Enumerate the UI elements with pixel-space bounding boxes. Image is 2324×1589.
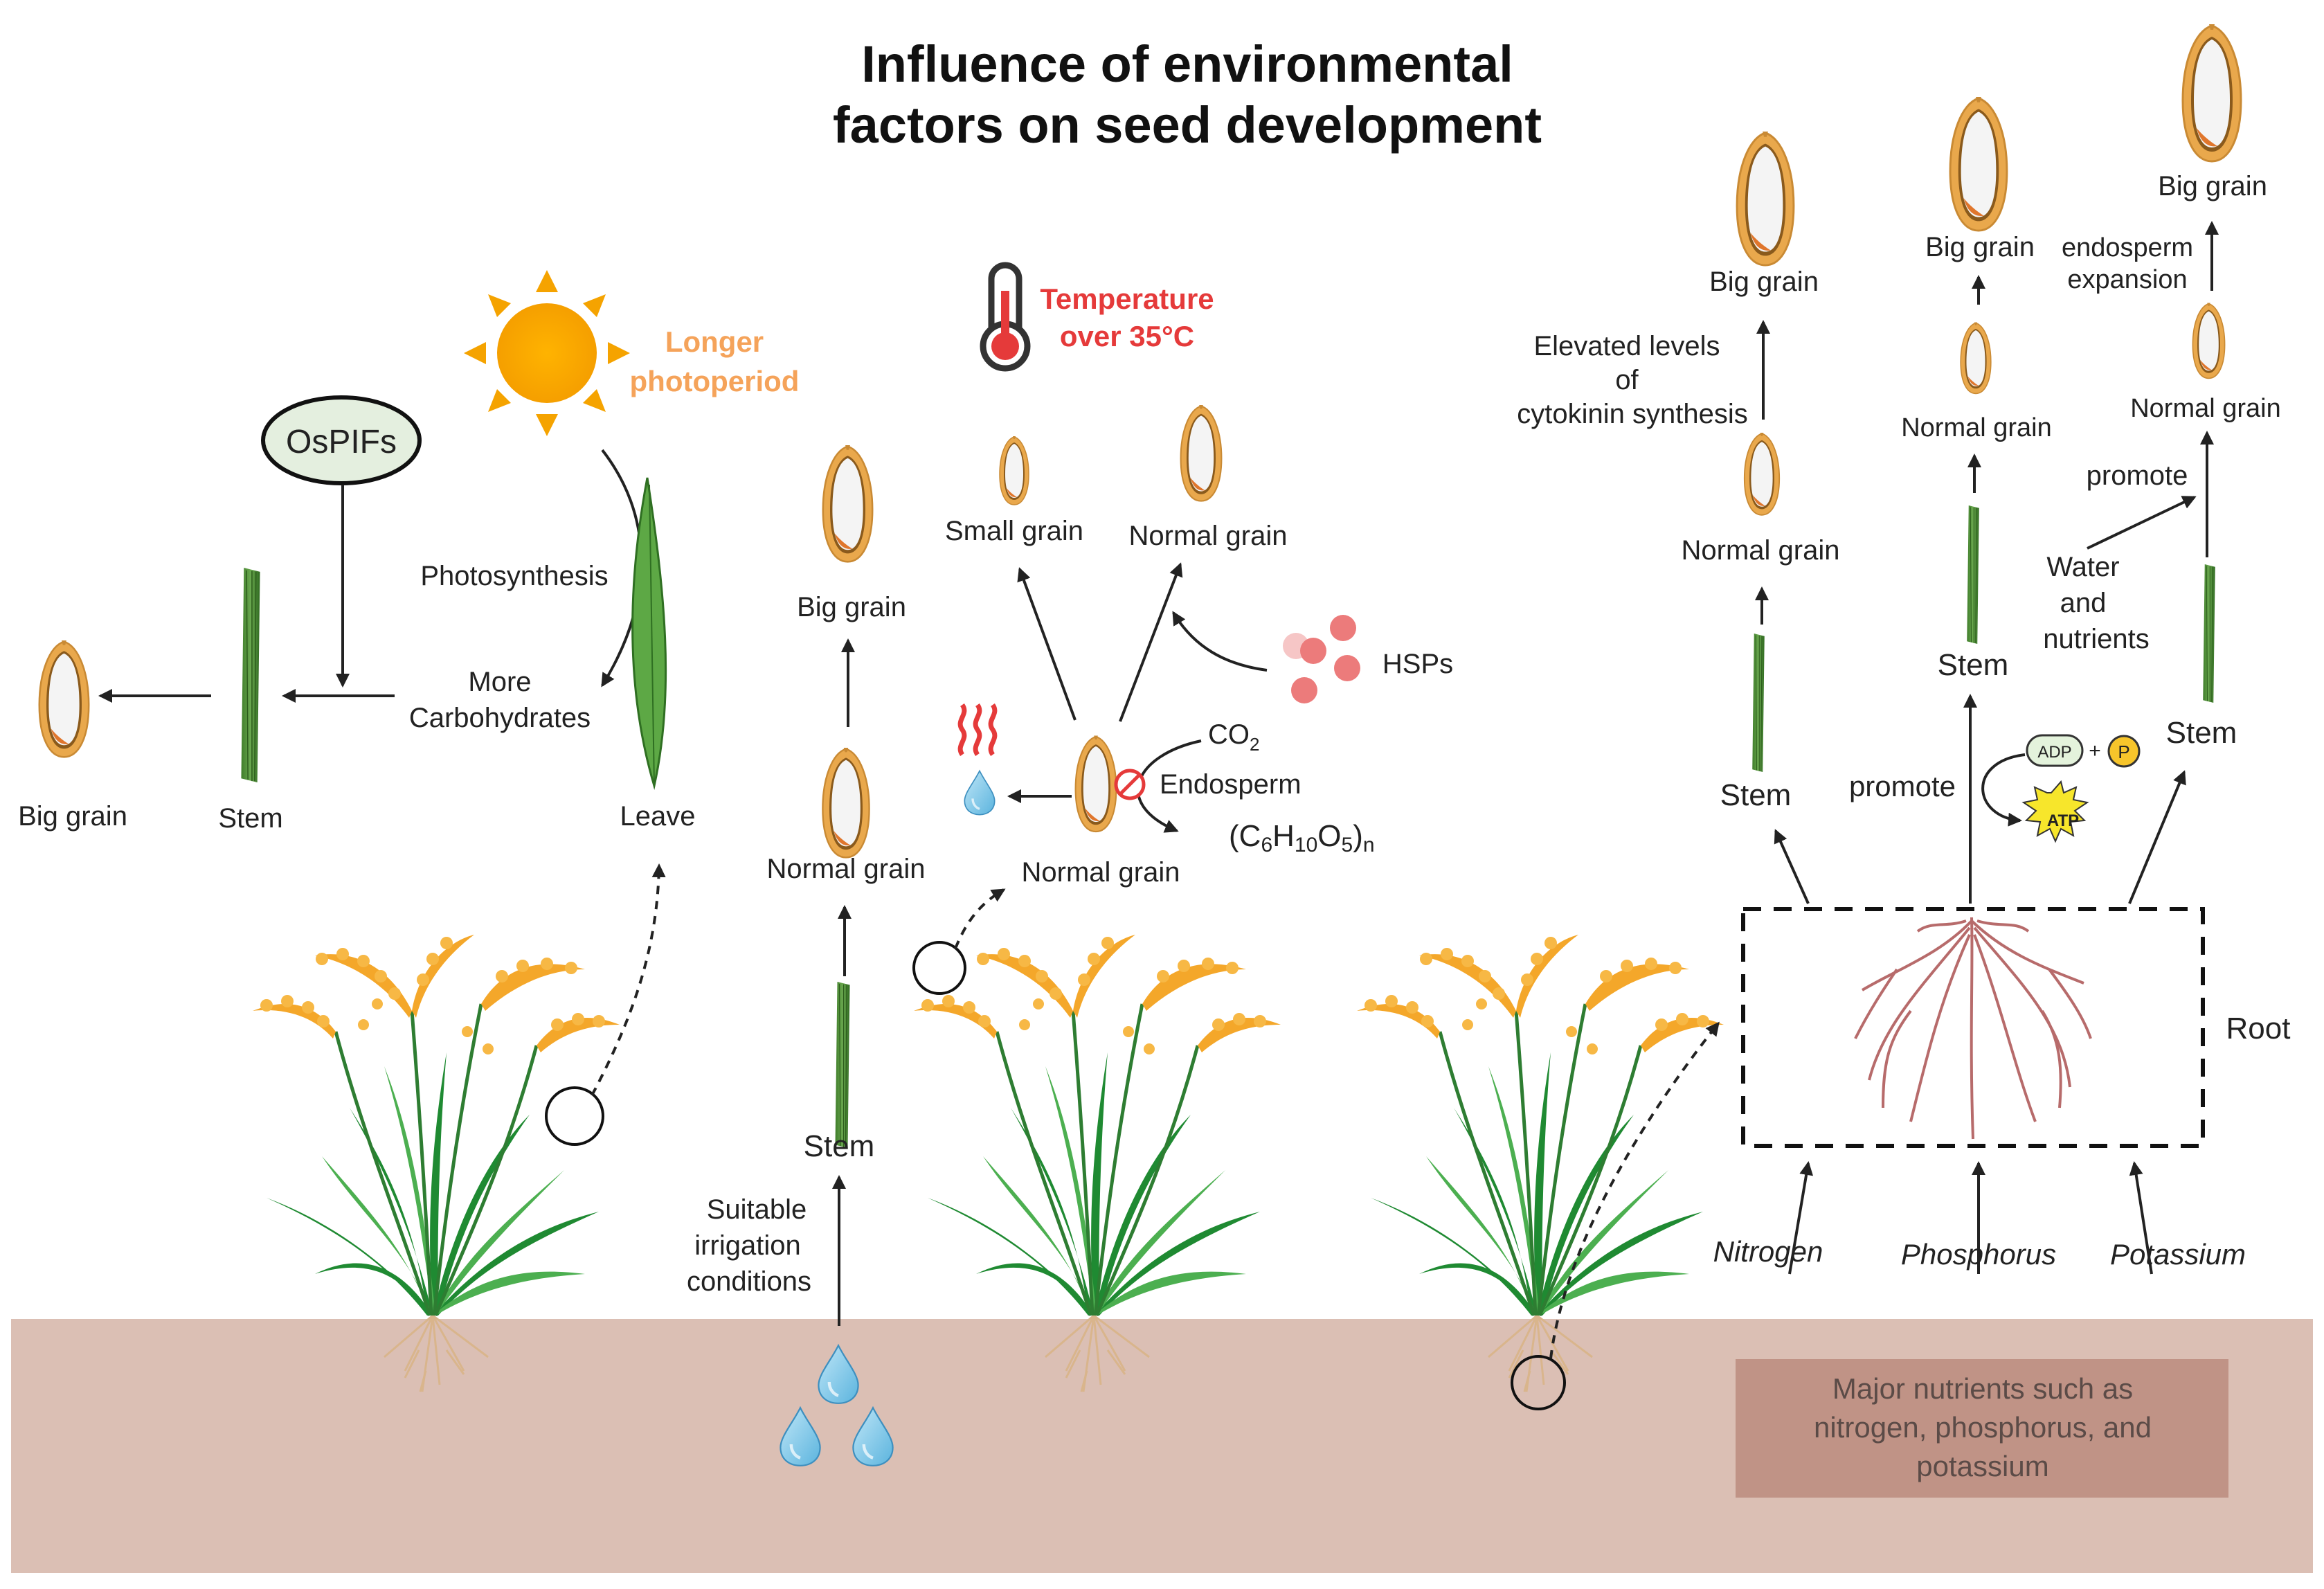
irrigation-line-3: conditions	[687, 1266, 811, 1297]
big-grain-n-label: Big grain	[1709, 267, 1819, 297]
cytokinin-line-1: Elevated levels	[1533, 331, 1720, 361]
stem-icon	[1751, 634, 1765, 772]
normal-grain-n-label: Normal grain	[1682, 535, 1840, 566]
major-nutrients-line-3: potassium	[1916, 1450, 2048, 1482]
temperature-line-1: Temperature	[1040, 282, 1214, 315]
root-system-icon	[1854, 917, 2092, 1140]
more-carbohydrates-line-1: More	[468, 667, 531, 697]
stem-icon	[1966, 505, 1980, 644]
water-line-3: nutrients	[2043, 624, 2149, 654]
leave-label: Leave	[620, 801, 696, 832]
normal-grain-icon	[1743, 431, 1781, 516]
heat-waves-icon	[957, 703, 998, 757]
normal-grain-k-label: Normal grain	[2130, 394, 2281, 423]
promote-k-label: promote	[2087, 460, 2188, 491]
promote-p-label: promote	[1849, 770, 1956, 802]
thermometer-icon	[980, 262, 1031, 372]
phosphorus-label: Phosphorus	[1901, 1238, 2056, 1271]
normal-grain-top-label: Normal grain	[1129, 521, 1288, 551]
inhibit-icon	[1114, 769, 1146, 800]
endosperm-expansion-line-2: expansion	[2067, 265, 2187, 294]
title-line-1: Influence of environmental	[861, 35, 1513, 93]
temperature-section: Temperature over 35°C Small grain Normal…	[912, 262, 1453, 1392]
root-box	[1741, 907, 2205, 1148]
big-grain-label: Big grain	[18, 801, 127, 832]
big-grain-icon	[2181, 23, 2242, 163]
major-nutrients-line-1: Major nutrients such as	[1832, 1372, 2133, 1405]
longer-photoperiod-line-2: photoperiod	[630, 365, 800, 397]
major-nutrients-box	[1736, 1359, 2228, 1498]
cytokinin-line-3: cytokinin synthesis	[1517, 399, 1747, 429]
stem-icon	[2202, 564, 2216, 703]
endosperm-expansion-line-1: endosperm	[2062, 233, 2193, 262]
big-grain-label: Big grain	[797, 592, 906, 622]
starch-formula: (C6H10O5)n	[1229, 819, 1375, 856]
stem-icon	[834, 982, 851, 1148]
stem-k-label: Stem	[2166, 716, 2237, 750]
panicle-zoom-circle	[912, 941, 966, 995]
sun-icon	[464, 270, 630, 436]
co2-label: CO2	[1208, 719, 1259, 755]
adp-p-atp-icon: ADP + P ATP	[1981, 734, 2141, 843]
irrigation-line-2: irrigation	[694, 1230, 800, 1261]
leaf-icon	[631, 477, 667, 790]
plus-label: +	[2089, 739, 2101, 762]
stem-n-label: Stem	[1720, 778, 1792, 812]
root-zoom-circle	[1511, 1355, 1566, 1410]
potassium-label: Potassium	[2110, 1238, 2246, 1271]
stem-label: Stem	[804, 1129, 875, 1163]
big-grain-k-label: Big grain	[2158, 171, 2267, 201]
atp-label: ATP	[2047, 811, 2079, 830]
normal-grain-icon	[2192, 302, 2226, 379]
small-grain-icon	[999, 436, 1029, 505]
nitrogen-label: Nitrogen	[1713, 1235, 1823, 1268]
normal-grain-icon	[1180, 404, 1223, 502]
title-line-2: factors on seed development	[833, 96, 1542, 154]
water-line-1: Water	[2046, 552, 2119, 582]
water-line-2: and	[2060, 588, 2107, 618]
big-grain-icon	[1949, 97, 2008, 232]
nutrients-section: Root Nitrogen Phosphorus Potassium Stem …	[1357, 23, 2291, 1498]
normal-grain-icon	[822, 748, 870, 859]
normal-grain-center-label: Normal grain	[1022, 857, 1180, 888]
stem-p-label: Stem	[1938, 648, 2009, 682]
root-label: Root	[2226, 1012, 2291, 1045]
endosperm-label: Endosperm	[1160, 769, 1301, 800]
normal-grain-icon	[1960, 321, 1992, 395]
ospifs-ellipse	[261, 395, 422, 485]
water-drop-icon	[963, 769, 996, 816]
photoperiod-section: Longer photoperiod OsPIFs Photosynthesis…	[18, 270, 799, 1392]
normal-grain-center-icon	[1074, 735, 1117, 833]
cytokinin-line-2: of	[1615, 365, 1639, 395]
ospifs-label: OsPIFs	[286, 424, 397, 460]
stem-label: Stem	[218, 803, 282, 834]
temperature-line-2: over 35°C	[1060, 320, 1194, 352]
normal-grain-p-label: Normal grain	[1901, 413, 2052, 442]
irrigation-section: Big grain Normal grain Stem Suitable irr…	[687, 444, 926, 1466]
big-grain-icon	[822, 444, 874, 563]
major-nutrients-line-2: nitrogen, phosphorus, and	[1814, 1411, 2152, 1444]
big-grain-icon	[1736, 132, 1795, 267]
adp-label: ADP	[2037, 743, 2071, 762]
photosynthesis-label: Photosynthesis	[420, 561, 608, 591]
big-grain-p-label: Big grain	[1925, 232, 2035, 262]
more-carbohydrates-line-2: Carbohydrates	[409, 703, 591, 733]
small-grain-label: Small grain	[945, 516, 1083, 546]
leaf-zoom-circle	[545, 1086, 604, 1146]
irrigation-line-1: Suitable	[707, 1194, 807, 1225]
big-grain-icon	[38, 640, 90, 758]
hsps-icon	[1283, 615, 1360, 703]
longer-photoperiod-line-1: Longer	[665, 325, 764, 358]
stem-icon	[240, 568, 261, 782]
normal-grain-label: Normal grain	[767, 854, 926, 884]
p-label: P	[2118, 742, 2129, 762]
hsps-label: HSPs	[1382, 649, 1453, 679]
